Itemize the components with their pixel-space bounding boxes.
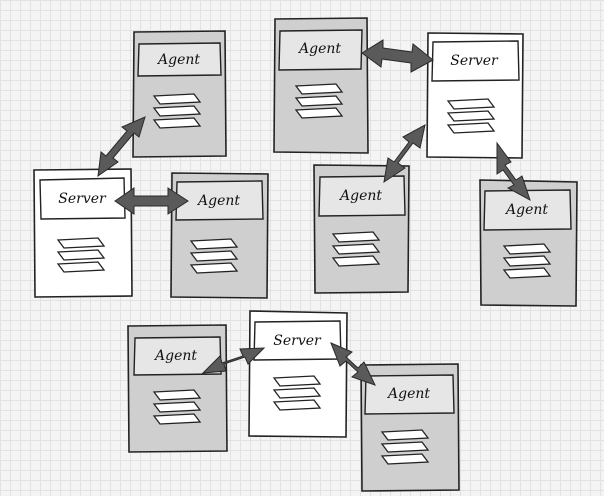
data-stack-icon (381, 429, 429, 465)
data-stack-icon (447, 98, 495, 134)
group-bottom: Agent Server Agent (127, 310, 460, 492)
agent-node[interactable]: Agent (170, 172, 269, 299)
agent-title-box (483, 189, 572, 231)
data-stack-icon (190, 238, 238, 274)
server-title-box (39, 177, 126, 220)
group-right: Agent Server Agent Agent (273, 17, 578, 307)
server-node[interactable]: Server (33, 168, 133, 298)
data-stack-icon (503, 243, 551, 279)
data-stack-icon (295, 83, 343, 119)
agent-title-box (318, 175, 406, 217)
agent-node[interactable]: Agent (313, 164, 410, 294)
connection-arrow (114, 187, 189, 215)
connection-arrow (383, 124, 426, 184)
agent-label: Agent (196, 193, 240, 209)
agent-label: Agent (504, 202, 548, 218)
data-stack-icon (153, 389, 201, 425)
agent-node[interactable]: Agent (132, 30, 227, 158)
agent-title-box (133, 336, 222, 376)
agent-title-box (137, 42, 222, 77)
server-label: Server (450, 53, 499, 69)
group-left: Agent Server Agent (33, 30, 269, 299)
server-label: Server (273, 333, 322, 349)
agent-label: Agent (156, 52, 200, 68)
connection-arrow (361, 39, 434, 73)
data-stack-icon (332, 231, 380, 267)
connection-arrow (201, 347, 266, 374)
server-node[interactable]: Server (426, 32, 524, 159)
agent-label: Agent (386, 386, 430, 402)
connection-arrow (330, 342, 376, 386)
data-stack-icon (153, 93, 201, 129)
agent-label: Agent (297, 41, 341, 57)
agent-label: Agent (338, 188, 382, 204)
data-stack-icon (273, 375, 321, 411)
server-label: Server (58, 191, 107, 207)
agent-node[interactable]: Agent (479, 179, 578, 307)
server-title-box (431, 40, 520, 82)
agent-title-box (364, 374, 455, 415)
data-stack-icon (57, 237, 105, 273)
agent-node[interactable]: Agent (127, 324, 228, 453)
agent-label: Agent (153, 348, 197, 364)
server-node[interactable]: Server (248, 310, 348, 438)
connection-arrow (97, 116, 146, 178)
agent-title-box (278, 29, 363, 71)
connection-arrow (496, 141, 531, 202)
agent-node[interactable]: Agent (273, 17, 369, 154)
agent-node[interactable]: Agent (360, 363, 460, 492)
